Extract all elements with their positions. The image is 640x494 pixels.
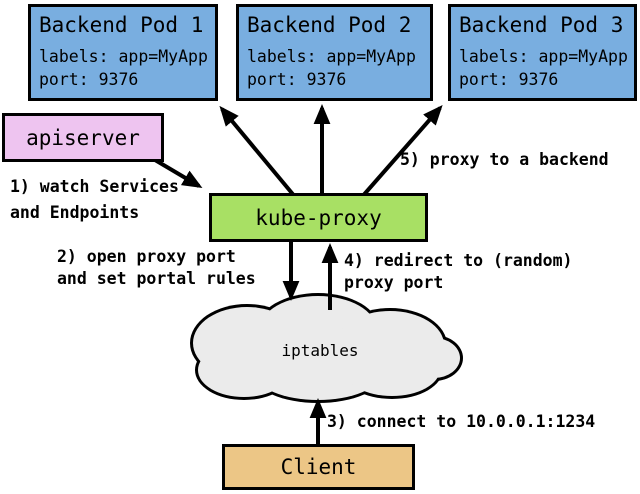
annotation-step5: 5) proxy to a backend bbox=[400, 150, 609, 169]
client-label: Client bbox=[280, 455, 357, 479]
pod-labels: labels: app=MyApp bbox=[39, 47, 208, 66]
pod-title: Backend Pod 2 bbox=[247, 13, 412, 37]
pod-port: port: 9376 bbox=[247, 70, 347, 89]
pod-labels: labels: app=MyApp bbox=[247, 47, 416, 66]
arrow-kubeproxy-to-pod1 bbox=[219, 105, 298, 200]
kube-proxy-node: kube-proxy bbox=[209, 193, 428, 242]
iptables-cloud bbox=[193, 296, 460, 400]
apiserver-node: apiserver bbox=[2, 113, 164, 162]
iptables-label: iptables bbox=[281, 341, 359, 360]
arrow-kubeproxy-to-pod3 bbox=[359, 104, 443, 200]
pod-title: Backend Pod 3 bbox=[459, 13, 624, 37]
kube-proxy-label: kube-proxy bbox=[255, 205, 382, 230]
pod-labels: labels: app=MyApp bbox=[459, 47, 628, 66]
backend-pod-2: Backend Pod 2 labels: app=MyApp port: 93… bbox=[236, 4, 433, 101]
apiserver-label: apiserver bbox=[26, 125, 140, 150]
client-node: Client bbox=[222, 444, 415, 490]
annotation-step1: 1) watch Services and Endpoints bbox=[10, 177, 179, 222]
pod-port: port: 9376 bbox=[459, 70, 559, 89]
backend-pod-3: Backend Pod 3 labels: app=MyApp port: 93… bbox=[448, 4, 637, 101]
annotation-step2: 2) open proxy port and set portal rules bbox=[57, 247, 256, 288]
annotation-step4: 4) redirect to (random) proxy port bbox=[344, 251, 573, 292]
pod-port: port: 9376 bbox=[39, 70, 139, 89]
backend-pod-1: Backend Pod 1 labels: app=MyApp port: 93… bbox=[28, 4, 218, 101]
pod-title: Backend Pod 1 bbox=[39, 13, 204, 37]
annotation-step3: 3) connect to 10.0.0.1:1234 bbox=[327, 412, 596, 431]
